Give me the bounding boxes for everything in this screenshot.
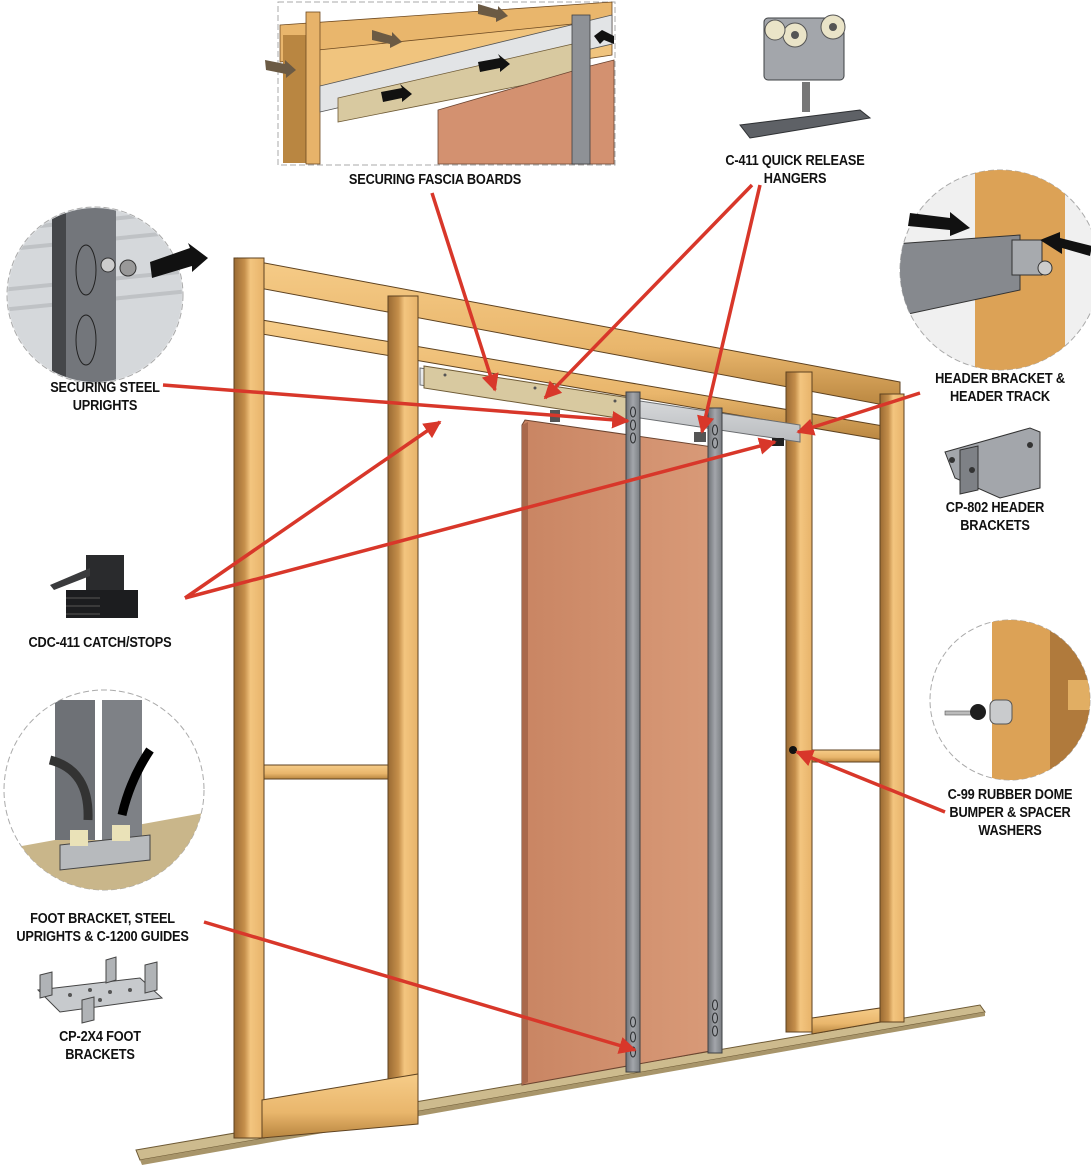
label-cp2x4-foot-brackets: CP-2X4 FOOT BRACKETS (38, 1028, 161, 1064)
label-c99-bumper: C-99 RUBBER DOME BUMPER & SPACER WASHERS (935, 786, 1085, 840)
header-bracket-product-image (944, 427, 1041, 499)
steel-upright-detail-inset (6, 206, 208, 384)
label-line: UPRIGHTS (72, 398, 138, 414)
label-line: CDC-411 CATCH/STOPS (28, 635, 172, 651)
label-line: C-411 QUICK RELEASE (725, 153, 865, 169)
catch-stop-product-image (50, 555, 138, 618)
fascia-detail-inset (265, 1, 616, 166)
label-line: BUMPER & SPACER (949, 805, 1071, 821)
hanger-right (694, 432, 706, 442)
label-line: FOOT BRACKET, STEEL (30, 911, 175, 927)
wood-frame (233, 257, 905, 1139)
steel-uprights (625, 391, 723, 1073)
label-cp802-header-brackets: CP-802 HEADER BRACKETS (929, 499, 1061, 535)
label-cdc411-catch-stops: CDC-411 CATCH/STOPS (21, 634, 179, 652)
label-line: BRACKETS (65, 1047, 135, 1063)
label-line: WASHERS (978, 823, 1042, 839)
foot-bracket-product-image (36, 956, 164, 1024)
label-c411-hangers: C-411 QUICK RELEASE HANGERS (703, 152, 888, 188)
label-header-bracket-track: HEADER BRACKET & HEADER TRACK (921, 370, 1079, 406)
label-line: HEADER TRACK (950, 389, 1050, 405)
label-line: CP-2X4 FOOT (59, 1029, 141, 1045)
door-panel (521, 419, 721, 1086)
label-foot-bracket-guides: FOOT BRACKET, STEEL UPRIGHTS & C-1200 GU… (12, 910, 192, 946)
label-line: SECURING FASCIA BOARDS (348, 172, 522, 188)
bumper-on-frame (789, 746, 797, 754)
header-bracket-detail-inset (899, 169, 1091, 371)
label-securing-fascia-boards: SECURING FASCIA BOARDS (343, 171, 528, 189)
callout-arrows (162, 183, 946, 1054)
label-line: BRACKETS (960, 518, 1030, 534)
foot-bracket-detail-inset (3, 689, 205, 891)
label-line: CP-802 HEADER (945, 500, 1045, 516)
hanger-product-image (739, 14, 872, 139)
label-line: UPRIGHTS & C-1200 GUIDES (16, 929, 189, 945)
label-line: SECURING STEEL (50, 380, 160, 396)
label-line: C-99 RUBBER DOME (947, 787, 1073, 803)
label-line: HANGERS (763, 171, 827, 187)
label-line: HEADER BRACKET & (935, 371, 1065, 387)
label-securing-steel-uprights: SECURING STEEL UPRIGHTS (39, 379, 171, 415)
bumper-detail-inset (929, 619, 1091, 781)
